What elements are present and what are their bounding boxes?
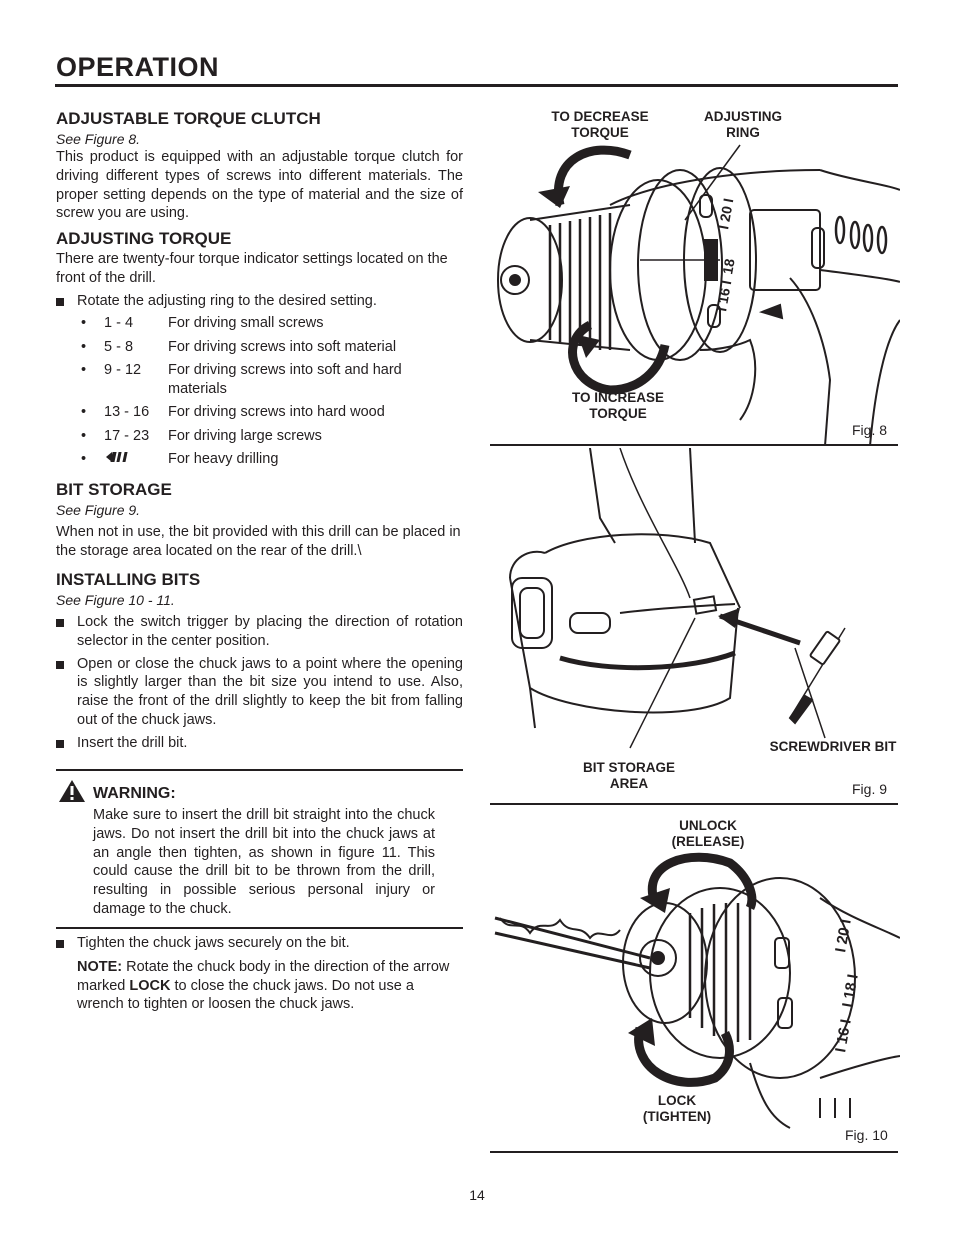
- bit-storage-area-label: BIT STORAGE AREA: [582, 760, 675, 791]
- section-tighten: Tighten the chuck jaws securely on the b…: [56, 934, 463, 1014]
- figure-10: I 20 I I 18 I I 16 I UNLOCK (RELEASE) LO…: [490, 808, 901, 1153]
- adjusting-heading: ADJUSTING TORQUE: [56, 229, 232, 248]
- installing-bullet: Open or close the chuck jaws to a point …: [56, 655, 463, 730]
- setting-range: 5 - 8: [104, 338, 134, 355]
- section-adjustable-torque-clutch: ADJUSTABLE TORQUE CLUTCH See Figure 8. T…: [56, 108, 463, 223]
- installing-bullet: Lock the switch trigger by placing the d…: [56, 613, 463, 651]
- drill-mode-icon: [104, 450, 132, 470]
- setting-range: 1 - 4: [104, 315, 134, 332]
- setting-desc: For driving screws into soft and hard ma…: [168, 362, 402, 398]
- section-installing-bits: INSTALLING BITS See Figure 10 - 11. Lock…: [56, 569, 463, 753]
- setting-desc: For heavy drilling: [168, 451, 279, 468]
- note-text: to close the chuck jaws. Do not use a wr…: [77, 977, 414, 1013]
- figure-10-label: Fig. 10: [845, 1127, 888, 1143]
- adjusting-body: There are twenty-four torque indicator s…: [56, 251, 448, 286]
- screwdriver-bit-label: SCREWDRIVER BIT: [769, 739, 897, 754]
- svg-text:18: 18: [719, 257, 737, 275]
- lock-tighten-label: LOCK (TIGHTEN): [642, 1093, 712, 1124]
- setting-row: • For heavy drilling: [56, 450, 463, 474]
- setting-desc: For driving screws into soft material: [168, 338, 397, 355]
- svg-text:I 16 I: I 16 I: [713, 279, 734, 312]
- warning-triangle-icon: [59, 780, 85, 802]
- setting-row: • 5 - 8 For driving screws into soft mat…: [56, 338, 463, 362]
- svg-text:I 18 I: I 18 I: [839, 973, 862, 1009]
- bit-storage-ref: See Figure 9.: [56, 502, 141, 518]
- setting-row: • 9 - 12 For driving screws into soft an…: [56, 361, 463, 403]
- unlock-release-label: UNLOCK (RELEASE): [671, 818, 745, 849]
- clutch-body: This product is equipped with an adjusta…: [56, 149, 463, 222]
- title-rule: [55, 84, 898, 87]
- figure-divider: [490, 1151, 898, 1153]
- installing-heading: INSTALLING BITS: [56, 570, 201, 589]
- page-title: OPERATION: [56, 52, 220, 82]
- bullet-square-icon: [56, 297, 64, 306]
- tighten-bullet: Tighten the chuck jaws securely on the b…: [56, 934, 463, 953]
- installing-bullet-text: Insert the drill bit.: [77, 734, 188, 751]
- warning-box: WARNING: Make sure to insert the drill b…: [56, 769, 463, 929]
- figure-9: BIT STORAGE AREA SCREWDRIVER BIT Fig. 9: [490, 447, 900, 803]
- bullet-square-icon: [56, 739, 64, 748]
- settings-list: • 1 - 4 For driving small screws • 5 - 8…: [56, 314, 463, 474]
- adjusting-bullet-text: Rotate the adjusting ring to the desired…: [77, 292, 377, 309]
- decrease-torque-label: TO DECREASE TORQUE: [551, 109, 649, 140]
- figure-9-label: Fig. 9: [852, 781, 888, 797]
- battery-pack-illustration: [509, 447, 846, 749]
- increase-torque-label: TO INCREASE TORQUE: [571, 390, 664, 421]
- warning-body: Make sure to insert the drill bit straig…: [93, 807, 435, 917]
- setting-range: 9 - 12: [104, 362, 142, 379]
- figure-divider: [490, 803, 898, 805]
- section-adjusting-torque: ADJUSTING TORQUE There are twenty-four t…: [56, 228, 463, 474]
- setting-desc: For driving screws into hard wood: [168, 404, 385, 421]
- note-label: NOTE:: [77, 958, 123, 975]
- bit-storage-body: When not in use, the bit provided with t…: [56, 524, 461, 559]
- installing-ref: See Figure 10 - 11.: [56, 592, 175, 608]
- tighten-note: NOTE: Rotate the chuck body in the direc…: [56, 958, 463, 1014]
- installing-bullet: Insert the drill bit.: [56, 734, 463, 753]
- clutch-ref: See Figure 8.: [56, 131, 141, 147]
- setting-row: • 17 - 23 For driving large screws: [56, 427, 463, 451]
- installing-bullet-text: Lock the switch trigger by placing the d…: [77, 614, 463, 649]
- svg-text:I 16 I: I 16 I: [832, 1018, 855, 1054]
- figure-8-label: Fig. 8: [852, 422, 888, 438]
- figure-8: I 20 I 18 I 16 I TO DECREASE TORQUE ADJU…: [490, 100, 901, 447]
- bullet-square-icon: [56, 619, 64, 627]
- bullet-square-icon: [56, 660, 64, 669]
- installing-bullet-text: Open or close the chuck jaws to a point …: [77, 655, 463, 728]
- bullet-square-icon: [56, 940, 64, 948]
- warning-label: WARNING:: [93, 785, 176, 802]
- bit-storage-heading: BIT STORAGE: [56, 480, 172, 499]
- setting-desc: For driving small screws: [168, 315, 324, 332]
- clutch-heading: ADJUSTABLE TORQUE CLUTCH: [56, 109, 321, 128]
- section-bit-storage: BIT STORAGE See Figure 9. When not in us…: [56, 479, 463, 561]
- adjusting-bullet: Rotate the adjusting ring to the desired…: [56, 292, 463, 311]
- svg-text:I 20 I: I 20 I: [832, 918, 855, 954]
- setting-row: • 13 - 16 For driving screws into hard w…: [56, 403, 463, 427]
- adjusting-ring-label: ADJUSTING RING: [703, 109, 782, 140]
- drill-front-illustration: I 20 I 18 I 16 I: [497, 144, 901, 447]
- setting-desc: For driving large screws: [168, 427, 322, 444]
- setting-range: 13 - 16: [104, 404, 150, 421]
- figure-divider: [490, 444, 898, 446]
- chuck-illustration: I 20 I I 18 I I 16 I: [494, 852, 901, 1129]
- page-number: 14: [469, 1187, 485, 1203]
- note-text: Rotate the chuck body in the direction o…: [77, 958, 450, 994]
- note-lock-word: LOCK: [129, 977, 171, 994]
- tighten-bullet-text: Tighten the chuck jaws securely on the b…: [77, 935, 350, 951]
- setting-range: 17 - 23: [104, 427, 150, 444]
- setting-row: • 1 - 4 For driving small screws: [56, 314, 463, 338]
- svg-text:I 20 I: I 20 I: [715, 197, 736, 230]
